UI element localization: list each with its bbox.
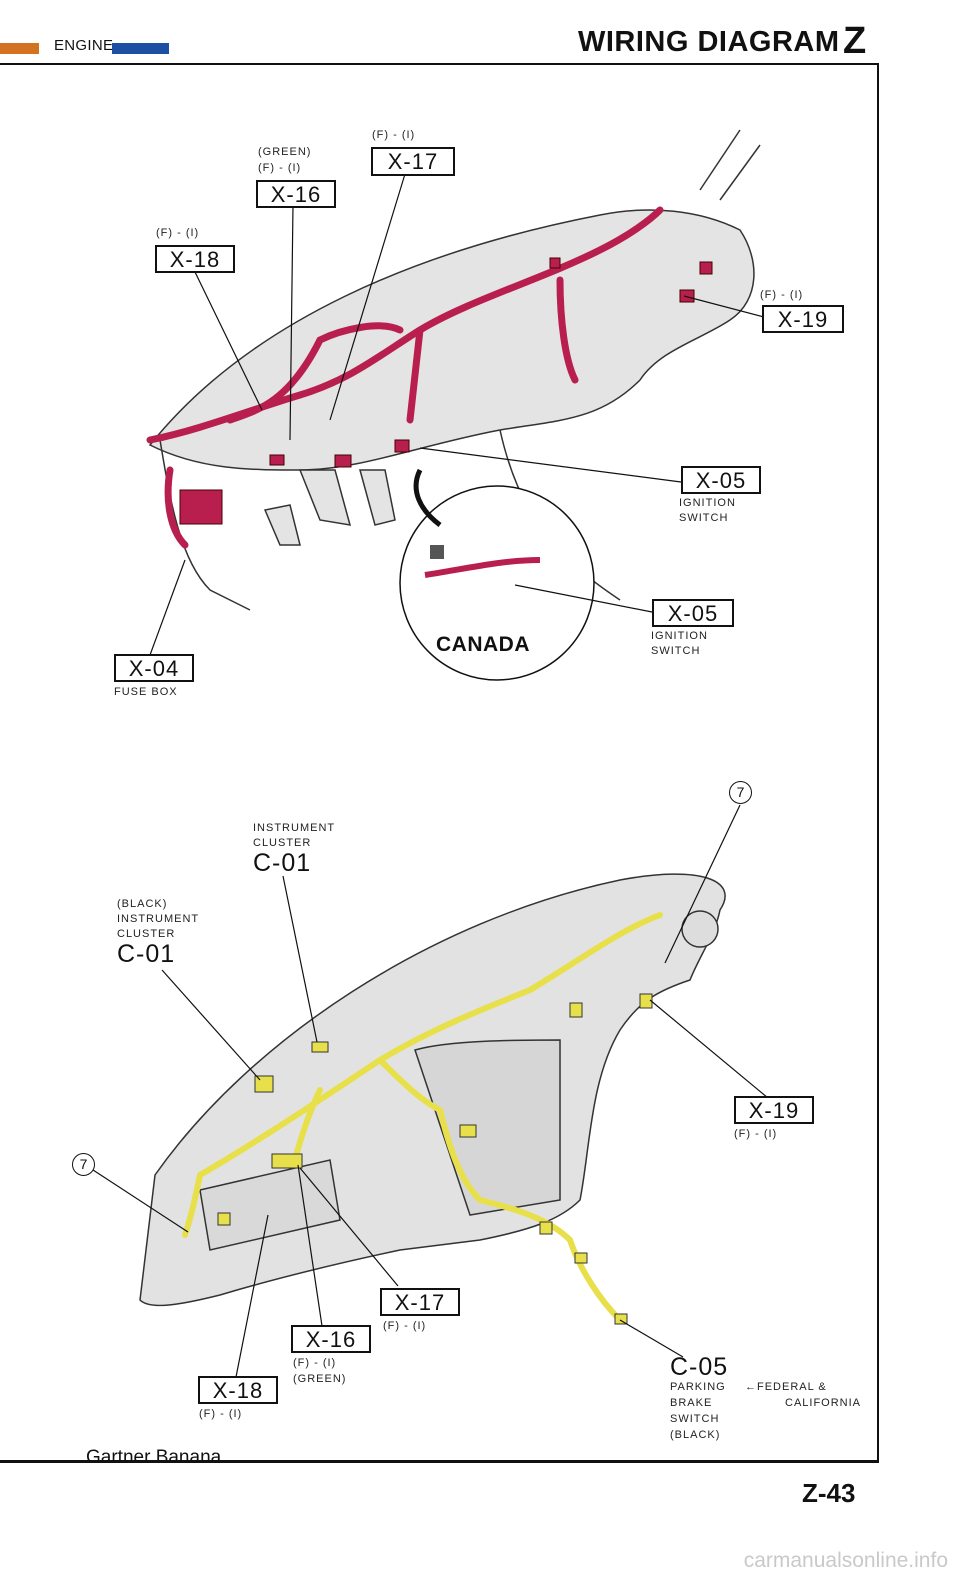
- bottom-x16-note: (F) - (I): [293, 1357, 337, 1369]
- c05-caption-1: PARKING: [670, 1381, 726, 1393]
- c01-caption-1: INSTRUMENT: [253, 822, 336, 834]
- c01-code: C-01: [253, 849, 312, 877]
- canada-inset: [399, 485, 595, 681]
- x16-note-color: (GREEN): [258, 146, 312, 158]
- bottom-x19-note: (F) - (I): [734, 1128, 778, 1140]
- bottom-connector-x19-label: X-19: [734, 1096, 814, 1124]
- bottom-connector-x17-label: X-17: [380, 1288, 460, 1316]
- top-leaders: [149, 173, 765, 656]
- bottom-leaders: [89, 804, 769, 1378]
- c01-black-caption-3: CLUSTER: [117, 928, 176, 940]
- footer-site-text: carmanualsonline.info: [743, 1549, 948, 1572]
- c05-caption-4: (BLACK): [670, 1429, 721, 1441]
- inset-pointer: [413, 468, 442, 527]
- bottom-x17-note: (F) - (I): [383, 1320, 427, 1332]
- top-harness: [146, 206, 664, 549]
- connector-x04-label: X-04: [114, 654, 194, 682]
- c05-federal-note: ←FEDERAL &: [745, 1381, 827, 1393]
- connector-x17-label: X-17: [371, 147, 455, 176]
- x16-note: (F) - (I): [258, 162, 302, 174]
- header-blue-bar: [112, 43, 169, 54]
- canada-label: CANADA: [436, 633, 530, 656]
- c05-caption-3: SWITCH: [670, 1413, 720, 1425]
- top-dashboard: [148, 129, 761, 611]
- watermark-text: Gartner Banana: [86, 1447, 222, 1468]
- page-title: WIRING DIAGRAM: [578, 26, 840, 58]
- bottom-x16-note-color: (GREEN): [293, 1373, 347, 1385]
- x05-canada-caption-1: IGNITION: [651, 630, 708, 642]
- x17-note: (F) - (I): [372, 129, 416, 141]
- c05-california-note: CALIFORNIA: [785, 1397, 862, 1409]
- c05-code: C-05: [670, 1353, 729, 1381]
- ground-point-7-left: 7: [72, 1153, 95, 1176]
- c05-caption-2: BRAKE: [670, 1397, 713, 1409]
- bottom-connector-x18-label: X-18: [198, 1376, 278, 1404]
- bottom-dashboard: [139, 873, 726, 1307]
- bottom-connectors: [217, 993, 653, 1325]
- c01-black-caption-1: (BLACK): [117, 898, 168, 910]
- connector-x18-label: X-18: [155, 245, 235, 273]
- c01-caption-2: CLUSTER: [253, 837, 312, 849]
- top-connectors: [179, 257, 713, 525]
- connector-x05-canada-label: X-05: [652, 599, 734, 627]
- x05-canada-caption-2: SWITCH: [651, 645, 701, 657]
- bottom-connector-x16-label: X-16: [291, 1325, 371, 1353]
- page-number: Z-43: [802, 1478, 856, 1508]
- connector-x05-label: X-05: [681, 466, 761, 494]
- section-label: ENGINE: [54, 37, 114, 54]
- connector-x16-label: X-16: [256, 180, 336, 208]
- x05-caption-2: SWITCH: [679, 512, 729, 524]
- c01-black-caption-2: INSTRUMENT: [117, 913, 200, 925]
- fuse-box-caption: FUSE BOX: [114, 686, 178, 698]
- diagram-frame: [0, 63, 879, 1463]
- x19-note: (F) - (I): [760, 289, 804, 301]
- bottom-x18-note: (F) - (I): [199, 1408, 243, 1420]
- connector-x19-label: X-19: [762, 305, 844, 333]
- c01-black-code: C-01: [117, 940, 176, 968]
- section-letter: Z: [843, 20, 867, 62]
- ground-point-7-right: 7: [729, 781, 752, 804]
- header-orange-bar: [0, 43, 39, 54]
- x18-note: (F) - (I): [156, 227, 200, 239]
- x05-caption-1: IGNITION: [679, 497, 736, 509]
